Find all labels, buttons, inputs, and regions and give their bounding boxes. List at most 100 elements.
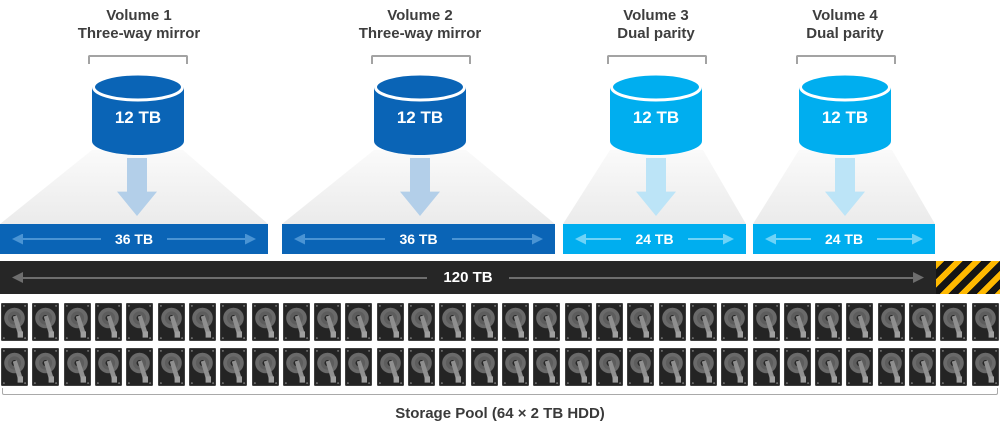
- hdd-icon: [815, 348, 843, 386]
- hdd-icon: [689, 303, 717, 341]
- right-arrow-icon: [167, 233, 256, 245]
- hdd-icon: [376, 303, 404, 341]
- hdd-icon: [689, 348, 717, 386]
- right-arrow-icon: [508, 272, 925, 283]
- left-arrow-icon: [294, 233, 386, 245]
- hdd-row-2: [1, 348, 999, 386]
- cylinder-icon: [92, 72, 184, 155]
- volume4-resiliency: Dual parity: [806, 25, 884, 43]
- hdd-icon: [846, 348, 874, 386]
- hdd-icon: [282, 303, 310, 341]
- pool-capacity-label: 120 TB: [443, 269, 493, 286]
- volume4-name: Volume 4: [812, 7, 878, 24]
- hdd-icon: [877, 303, 905, 341]
- volume2-cylinder-icon: 12 TB: [374, 72, 466, 156]
- volume4-cylinder-icon: 12 TB: [799, 72, 891, 156]
- hdd-icon: [752, 303, 780, 341]
- volume1-title: Volume 1 Three-way mirror: [29, 7, 249, 44]
- hdd-icon: [940, 348, 968, 386]
- hdd-icon: [1, 303, 28, 341]
- hdd-icon: [345, 303, 373, 341]
- volume3-name: Volume 3: [623, 7, 689, 24]
- right-arrow-icon: [451, 233, 543, 245]
- pool-capacity-bar: 120 TB: [0, 261, 1000, 294]
- hdd-icon: [220, 303, 248, 341]
- right-arrow-icon: [877, 233, 923, 245]
- hdd-icon: [752, 348, 780, 386]
- hdd-icon: [157, 348, 185, 386]
- hdd-icon: [188, 303, 216, 341]
- hdd-icon: [63, 303, 91, 341]
- storage-pool-bracket: [2, 388, 998, 395]
- hdd-icon: [157, 303, 185, 341]
- hdd-icon: [314, 303, 342, 341]
- cylinder-icon: [610, 72, 702, 155]
- hdd-icon: [32, 348, 60, 386]
- hdd-icon: [126, 348, 154, 386]
- reserved-capacity-hatch: [936, 261, 1000, 294]
- volume2-name: Volume 2: [387, 7, 453, 24]
- hdd-icon: [533, 303, 561, 341]
- hdd-icon: [376, 348, 404, 386]
- hdd-icon: [909, 303, 937, 341]
- hdd-icon: [971, 303, 999, 341]
- volume2-footprint-bar: 36 TB: [282, 224, 555, 254]
- hdd-icon: [502, 348, 529, 386]
- volume1-bracket: [88, 55, 188, 64]
- hdd-icon: [408, 303, 436, 341]
- volume3-size: 12 TB: [632, 108, 680, 127]
- volume4-size: 12 TB: [821, 108, 869, 127]
- hdd-icon: [971, 348, 999, 386]
- volume4-footprint: 24 TB: [824, 231, 864, 247]
- hdd-icon: [658, 303, 686, 341]
- hdd-icon: [627, 303, 655, 341]
- hdd-icon: [658, 348, 686, 386]
- volume3-footprint-bar: 24 TB: [563, 224, 746, 254]
- volume1-size: 12 TB: [114, 108, 162, 127]
- hdd-icon: [251, 348, 279, 386]
- hdd-icon: [721, 348, 749, 386]
- hdd-icon: [564, 303, 592, 341]
- hdd-icon: [595, 348, 623, 386]
- hdd-icon: [220, 348, 248, 386]
- volume2-bracket: [371, 55, 471, 64]
- volume2-resiliency: Three-way mirror: [358, 25, 482, 43]
- cylinder-icon: [799, 72, 891, 155]
- volume2-title: Volume 2 Three-way mirror: [310, 7, 530, 44]
- hdd-icon: [564, 348, 592, 386]
- hdd-icon: [783, 303, 811, 341]
- hdd-icon: [815, 303, 843, 341]
- volume3-bracket: [607, 55, 707, 64]
- hdd-icon: [877, 348, 905, 386]
- volume3-footprint: 24 TB: [635, 231, 674, 247]
- right-arrow-icon: [687, 233, 734, 245]
- hdd-icon: [63, 348, 91, 386]
- hdd-icon: [721, 303, 749, 341]
- storage-pool-label: Storage Pool (64 × 2 TB HDD): [395, 405, 605, 422]
- hdd-icon: [251, 303, 279, 341]
- volume3-cylinder-icon: 12 TB: [610, 72, 702, 156]
- hdd-icon: [126, 303, 154, 341]
- hdd-icon: [408, 348, 436, 386]
- hdd-icon: [909, 348, 937, 386]
- hdd-icon: [502, 303, 529, 341]
- volume1-name: Volume 1: [106, 7, 172, 24]
- hdd-icon: [1, 348, 28, 386]
- hdd-icon: [595, 303, 623, 341]
- hdd-icon: [314, 348, 342, 386]
- left-arrow-icon: [575, 233, 622, 245]
- cylinder-icon: [374, 72, 466, 155]
- volume3-title: Volume 3 Dual parity: [546, 7, 766, 44]
- hdd-icon: [345, 348, 373, 386]
- volume4-title: Volume 4 Dual parity: [735, 7, 955, 44]
- left-arrow-icon: [12, 272, 428, 283]
- volume2-size: 12 TB: [396, 108, 444, 127]
- hdd-icon: [94, 303, 122, 341]
- hdd-icon: [188, 348, 216, 386]
- hdd-icon: [470, 303, 498, 341]
- volume1-footprint: 36 TB: [114, 231, 154, 247]
- hdd-icon: [32, 303, 60, 341]
- hdd-icon: [627, 348, 655, 386]
- volume4-footprint-bar: 24 TB: [753, 224, 935, 254]
